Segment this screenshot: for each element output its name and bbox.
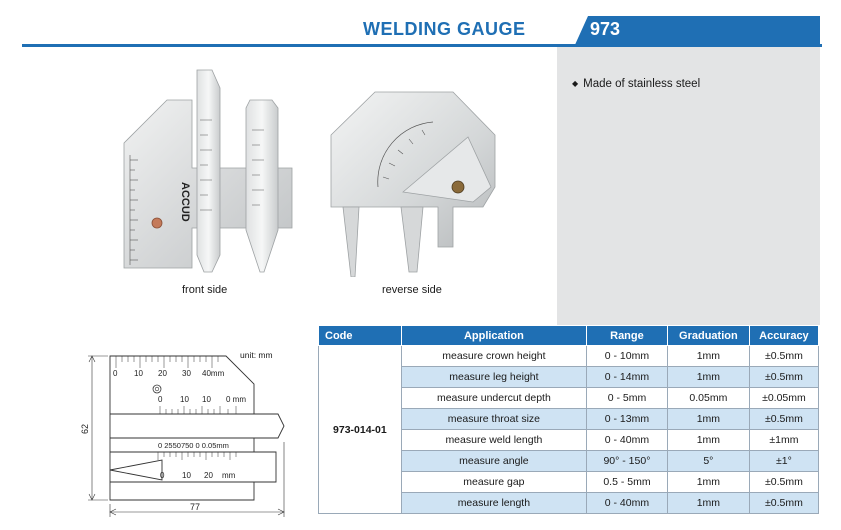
bottom-tick-10: 10 (182, 471, 191, 480)
front-side-photo: ACCUD (123, 69, 293, 273)
range-cell: 0 - 5mm (586, 387, 668, 409)
accuracy-cell: ±1mm (748, 429, 820, 451)
range-cell: 0.5 - 5mm (586, 471, 668, 493)
accuracy-cell: ±0.5mm (748, 345, 820, 367)
application-cell: measure weld length (400, 429, 588, 451)
page-title: WELDING GAUGE (363, 19, 526, 39)
accuracy-cell: ±0.05mm (748, 387, 820, 409)
accuracy-cell: ±0.5mm (748, 492, 820, 514)
accuracy-cell: ±0.5mm (748, 408, 820, 430)
graduation-cell: 0.05mm (666, 387, 750, 409)
feature-text: Made of stainless steel (583, 78, 701, 90)
graduation-cell: 5° (666, 450, 750, 472)
header-rule (22, 44, 822, 47)
top-tick-20: 20 (158, 369, 167, 378)
application-cell: measure leg height (400, 366, 588, 388)
lower-ruler-label: 0 2550750 0 0.05mm (158, 441, 229, 450)
header-accuracy: Accuracy (748, 325, 820, 346)
table-header-row: Code Application Range Graduation Accura… (318, 325, 820, 346)
table-row: measure length 0 - 40mm 1mm ±0.5mm (319, 492, 820, 514)
header-range: Range (586, 325, 668, 346)
code-cell: 973-014-01 (318, 345, 402, 514)
application-cell: measure gap (400, 471, 588, 493)
top-tick-30: 30 (182, 369, 191, 378)
header-application: Application (400, 325, 588, 346)
accuracy-cell: ±0.5mm (748, 471, 820, 493)
mid-tick-0: 0 (158, 395, 163, 404)
range-cell: 0 - 10mm (586, 345, 668, 367)
table-row: measure angle 90° - 150° 5° ±1° (319, 450, 820, 472)
product-code: 973 (590, 19, 621, 39)
table-row: measure gap 0.5 - 5mm 1mm ±0.5mm (319, 471, 820, 493)
table-row: measure leg height 0 - 14mm 1mm ±0.5mm (319, 366, 820, 388)
application-cell: measure angle (400, 450, 588, 472)
range-cell: 0 - 14mm (586, 366, 668, 388)
code-tab (574, 16, 820, 47)
table-row: measure undercut depth 0 - 5mm 0.05mm ±0… (319, 387, 820, 409)
mid-tick-10b: 10 (202, 395, 211, 404)
spec-table: Code Application Range Graduation Accura… (318, 325, 820, 514)
application-cell: measure throat size (400, 408, 588, 430)
feature-panel (557, 47, 820, 325)
header-code: Code (318, 325, 402, 346)
diamond-bullet-icon: ◆ (572, 79, 579, 88)
graduation-cell: 1mm (666, 471, 750, 493)
top-tick-10: 10 (134, 369, 143, 378)
range-cell: 0 - 40mm (586, 429, 668, 451)
graduation-cell: 1mm (666, 366, 750, 388)
range-cell: 90° - 150° (586, 450, 668, 472)
accuracy-cell: ±0.5mm (748, 366, 820, 388)
accuracy-cell: ±1° (748, 450, 820, 472)
feature-item: ◆ Made of stainless steel (572, 78, 700, 90)
unit-label: unit: mm (240, 350, 273, 360)
graduation-cell: 1mm (666, 492, 750, 514)
height-dimension: 62 (80, 424, 90, 434)
range-cell: 0 - 40mm (586, 492, 668, 514)
application-cell: measure length (400, 492, 588, 514)
bottom-tick-0: 0 (160, 471, 165, 480)
front-side-caption: front side (182, 284, 228, 296)
header-graduation: Graduation (666, 325, 750, 346)
mid-tick-0mm: 0 mm (226, 395, 246, 404)
width-dimension: 77 (190, 502, 200, 512)
top-tick-40: 40mm (202, 369, 225, 378)
reverse-side-caption: reverse side (382, 284, 442, 296)
mid-tick-10a: 10 (180, 395, 189, 404)
dimension-diagram: 0 10 20 30 40mm 0 10 10 0 mm 0 2550750 0… (80, 355, 285, 517)
application-cell: measure crown height (400, 345, 588, 367)
graduation-cell: 1mm (666, 345, 750, 367)
brand-logo: ACCUD (179, 182, 191, 222)
reverse-side-photo (330, 91, 496, 277)
table-row: 973-014-01 measure crown height 0 - 10mm… (318, 345, 820, 514)
bottom-tick-mm: mm (222, 471, 236, 480)
top-tick-0: 0 (113, 369, 118, 378)
bottom-tick-20: 20 (204, 471, 213, 480)
table-row: measure throat size 0 - 13mm 1mm ±0.5mm (319, 408, 820, 430)
graduation-cell: 1mm (666, 408, 750, 430)
application-cell: measure undercut depth (400, 387, 588, 409)
graduation-cell: 1mm (666, 429, 750, 451)
range-cell: 0 - 13mm (586, 408, 668, 430)
